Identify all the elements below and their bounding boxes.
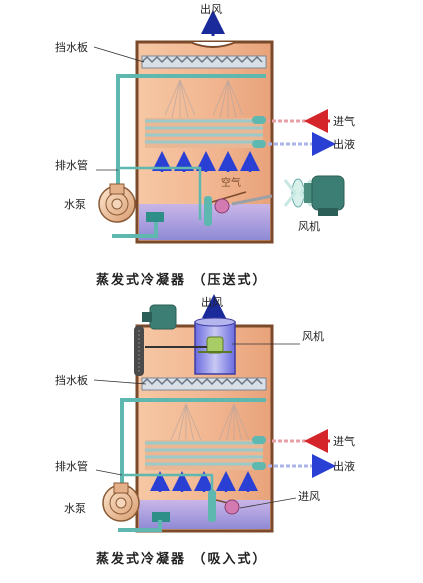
top-drift-leader xyxy=(93,46,145,63)
top-drain-pipe xyxy=(118,166,202,220)
bottom-drain-label: 排水管 xyxy=(55,459,88,473)
top-coil-bank xyxy=(145,116,266,148)
bottom-strainer xyxy=(152,512,170,522)
bottom-air-arrows xyxy=(150,471,258,492)
bottom-float-ball xyxy=(224,499,240,515)
top-fan-label: 风机 xyxy=(298,219,320,233)
bottom-supply-pipe xyxy=(120,398,145,488)
bottom-pump-suction xyxy=(118,520,162,532)
top-supply-pipe xyxy=(116,74,145,195)
top-condenser: 出风 xyxy=(55,2,355,244)
top-spray-1 xyxy=(164,79,196,120)
bottom-drift-leader xyxy=(93,379,147,385)
top-liquid-out-label: 出液 xyxy=(333,137,355,151)
bottom-gas-in-label: 进气 xyxy=(333,434,355,448)
top-fan-motor xyxy=(311,175,345,211)
bottom-condenser: 出风 风机 xyxy=(55,294,355,533)
top-drain-label: 排水管 xyxy=(55,158,88,172)
bottom-ext-motor xyxy=(134,304,177,376)
bottom-drain-leader xyxy=(95,469,123,476)
bottom-air-in-leader xyxy=(239,497,297,509)
top-spray-2 xyxy=(212,79,244,120)
top-strainer xyxy=(146,212,164,222)
bottom-fan-label: 风机 xyxy=(302,329,324,343)
bottom-drift-eliminator xyxy=(141,377,267,391)
bottom-spray-1 xyxy=(170,403,202,445)
top-drift-label: 挡水板 xyxy=(55,40,88,54)
top-caption: 蒸发式冷凝器 （压送式） xyxy=(96,272,268,288)
bottom-air-in-label: 进风 xyxy=(298,490,320,503)
top-air-label: 空气 xyxy=(221,176,241,189)
top-pump-label: 水泵 xyxy=(64,198,86,211)
top-float-ball xyxy=(214,198,230,214)
top-float-rod xyxy=(204,196,212,226)
top-pump xyxy=(98,183,136,223)
top-outlet-label: 出风 xyxy=(200,2,222,16)
bottom-coil-bank xyxy=(145,436,266,470)
bottom-pump xyxy=(102,482,140,522)
bottom-caption: 蒸发式冷凝器 （吸入式） xyxy=(96,551,268,567)
bottom-drain-pipe xyxy=(122,473,214,520)
top-drift-eliminator xyxy=(141,55,267,69)
top-fan-unit xyxy=(231,175,345,216)
bottom-spray-2 xyxy=(218,403,250,445)
top-pump-suction xyxy=(112,222,158,238)
bottom-outlet-label: 出风 xyxy=(201,295,223,309)
bottom-drift-label: 挡水板 xyxy=(55,373,88,387)
bottom-fan-motor xyxy=(206,336,224,354)
top-air-arrows xyxy=(152,151,260,172)
top-gas-in-label: 进气 xyxy=(333,114,355,128)
bottom-pump-label: 水泵 xyxy=(64,502,86,515)
bottom-liquid-out-label: 出液 xyxy=(333,459,355,473)
